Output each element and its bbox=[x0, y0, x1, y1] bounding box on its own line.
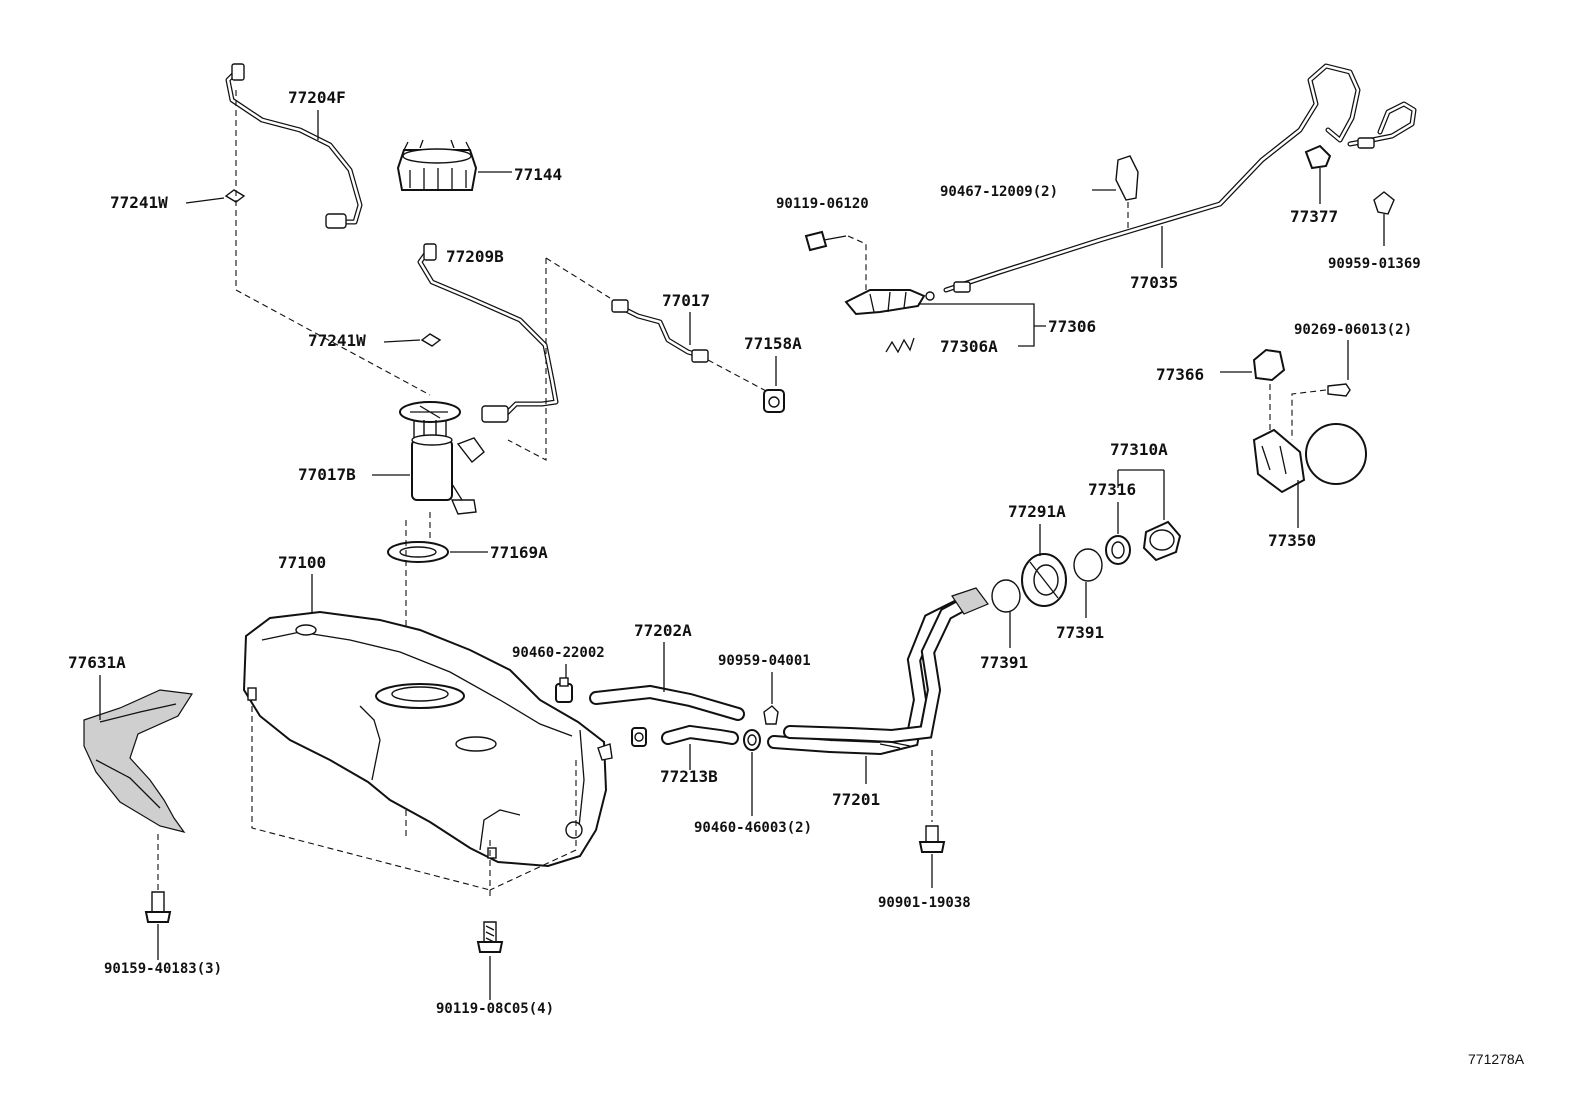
callout-90959-01369: 90959-01369 bbox=[1328, 256, 1421, 272]
clamp-90460-46003 bbox=[743, 729, 761, 751]
callout-90460-46003: 90460-46003(2) bbox=[694, 820, 812, 836]
wire-harness-77209b bbox=[417, 243, 559, 423]
screw-90269-06013 bbox=[1327, 383, 1351, 397]
callout-77391-right: 77391 bbox=[1056, 623, 1104, 642]
callout-77209b: 77209B bbox=[446, 247, 504, 266]
callout-90159-40183: 90159-40183(3) bbox=[104, 961, 222, 977]
lever-77306 bbox=[844, 289, 935, 316]
callout-77204f: 77204F bbox=[288, 88, 346, 107]
callout-90460-22002: 90460-22002 bbox=[512, 645, 605, 661]
callout-77100: 77100 bbox=[278, 553, 326, 572]
filler-pipe-77201 bbox=[767, 587, 989, 756]
o-ring-77391-right bbox=[1073, 548, 1103, 582]
callout-90467-12009: 90467-12009(2) bbox=[940, 184, 1058, 200]
callout-77035: 77035 bbox=[1130, 273, 1178, 292]
release-cable-77035 bbox=[943, 63, 1417, 293]
callout-90901-19038: 90901-19038 bbox=[878, 895, 971, 911]
callout-77316: 77316 bbox=[1088, 480, 1136, 499]
wire-harness-77204f bbox=[225, 63, 363, 229]
fuel-cap-77310a bbox=[1142, 520, 1182, 562]
bolt-90119-08c05 bbox=[476, 921, 504, 953]
callout-77158a: 77158A bbox=[744, 334, 802, 353]
clip-90467-12009 bbox=[1115, 155, 1139, 201]
callout-77310a: 77310A bbox=[1110, 440, 1168, 459]
o-ring-77391-left bbox=[991, 579, 1021, 613]
bolt-90119-06120 bbox=[804, 230, 847, 252]
seal-77316 bbox=[1105, 535, 1131, 565]
callout-77306a: 77306A bbox=[940, 337, 998, 356]
gasket-77169a bbox=[387, 541, 449, 563]
clamp-hose-left bbox=[631, 727, 647, 747]
callout-77241w-lower: 77241W bbox=[308, 331, 366, 350]
clip-77241w-lower bbox=[420, 333, 442, 347]
callout-77391-left: 77391 bbox=[980, 653, 1028, 672]
heat-insulator-77631a bbox=[83, 689, 194, 833]
clamp-90460-22002 bbox=[555, 677, 573, 703]
clip-90959-04001 bbox=[763, 705, 779, 725]
callout-77366: 77366 bbox=[1156, 365, 1204, 384]
fuel-lid-77350 bbox=[1252, 423, 1367, 494]
bracket-77366 bbox=[1252, 348, 1286, 382]
hose-77202a bbox=[589, 684, 745, 721]
clip-77241w-upper bbox=[224, 189, 246, 203]
bolt-90901-19038 bbox=[918, 825, 946, 853]
hose-77213b bbox=[661, 724, 739, 745]
breather-77291a bbox=[1021, 553, 1067, 607]
lock-ring-77144 bbox=[396, 139, 478, 191]
callout-77306: 77306 bbox=[1048, 317, 1096, 336]
callout-77017b: 77017B bbox=[298, 465, 356, 484]
clamp-77377 bbox=[1304, 144, 1332, 170]
bolt-90159-40183 bbox=[144, 891, 172, 923]
callout-77377: 77377 bbox=[1290, 207, 1338, 226]
callout-77291a: 77291A bbox=[1008, 502, 1066, 521]
callout-90269-06013: 90269-06013(2) bbox=[1294, 322, 1412, 338]
fuel-pump-77017b bbox=[399, 401, 485, 515]
spring-77306a bbox=[885, 337, 915, 354]
figure-id: 771278A bbox=[1468, 1051, 1525, 1067]
callout-90959-04001: 90959-04001 bbox=[718, 653, 811, 669]
sensor-wire-77017 bbox=[611, 299, 709, 363]
callout-90119-06120: 90119-06120 bbox=[776, 196, 869, 212]
callout-77241w-upper: 77241W bbox=[110, 193, 168, 212]
callout-77017: 77017 bbox=[662, 291, 710, 310]
callout-77213b: 77213B bbox=[660, 767, 718, 786]
callout-90119-08c05: 90119-08C05(4) bbox=[436, 1001, 554, 1017]
callout-77201: 77201 bbox=[832, 790, 880, 809]
grommet-77158a bbox=[763, 389, 785, 413]
clip-90959-01369 bbox=[1373, 191, 1395, 215]
callout-77631a: 77631A bbox=[68, 653, 126, 672]
callout-77350: 77350 bbox=[1268, 531, 1316, 550]
callout-77169a: 77169A bbox=[490, 543, 548, 562]
callout-77202a: 77202A bbox=[634, 621, 692, 640]
fuel-tank-77100 bbox=[242, 610, 613, 868]
callout-77144: 77144 bbox=[514, 165, 562, 184]
